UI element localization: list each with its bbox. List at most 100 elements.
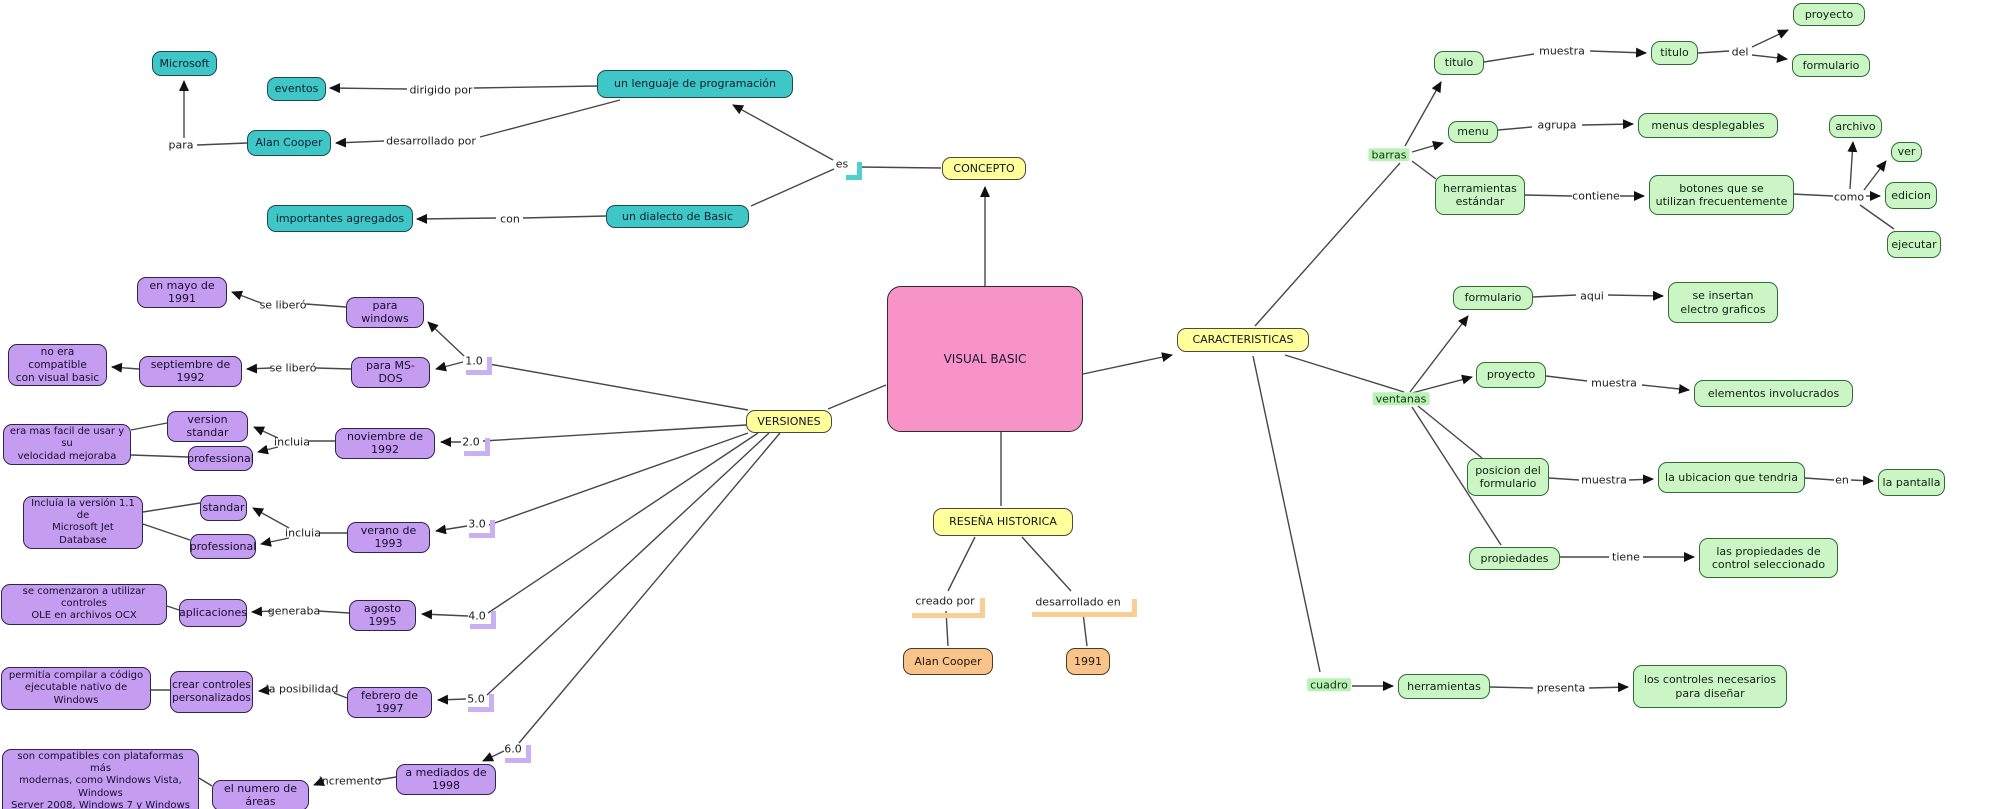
formulario-vent[interactable]: formulario bbox=[1453, 286, 1533, 310]
para-windows[interactable]: para windows bbox=[346, 297, 424, 328]
lp-en[interactable]: en bbox=[1835, 473, 1849, 487]
edge bbox=[1641, 383, 1690, 394]
ver[interactable]: ver bbox=[1891, 142, 1922, 162]
lp-generaba[interactable]: generaba bbox=[267, 604, 321, 618]
lp-aqui[interactable]: aqui bbox=[1580, 289, 1604, 303]
versiones[interactable]: VERSIONES bbox=[746, 410, 832, 433]
lp-para[interactable]: para bbox=[168, 138, 194, 152]
lp-creado-por[interactable]: creado por bbox=[915, 594, 975, 608]
lp-con[interactable]: con bbox=[500, 212, 520, 226]
lp-muestra-3[interactable]: muestra bbox=[1581, 473, 1627, 487]
lp-ventanas[interactable]: ventanas bbox=[1372, 392, 1430, 406]
botones-frecuentes[interactable]: botones que se utilizan frecuentemente bbox=[1649, 175, 1794, 215]
edge bbox=[1417, 405, 1483, 459]
lenguaje-programacion[interactable]: un lenguaje de programación bbox=[597, 70, 793, 98]
lp-incremento[interactable]: incremento bbox=[318, 774, 382, 788]
lp-muestra-2[interactable]: muestra bbox=[1591, 376, 1637, 390]
verano-1993[interactable]: verano de 1993 bbox=[347, 522, 430, 553]
lp-dirigido-por[interactable]: dirigido por bbox=[409, 83, 473, 97]
anio-1991[interactable]: 1991 bbox=[1066, 648, 1110, 675]
lp-cuadro[interactable]: cuadro bbox=[1307, 678, 1351, 692]
aplicaciones[interactable]: aplicaciones bbox=[179, 599, 247, 627]
elementos-involucrados[interactable]: elementos involucrados bbox=[1694, 380, 1853, 407]
lp-v6[interactable]: 6.0 bbox=[504, 742, 522, 756]
la-pantalla[interactable]: la pantalla bbox=[1878, 469, 1945, 496]
lp-se-libero-1[interactable]: se liberó bbox=[259, 298, 307, 312]
lp-como[interactable]: como bbox=[1833, 190, 1865, 204]
controles-necesarios[interactable]: los controles necesarios para diseñar bbox=[1633, 665, 1787, 708]
lp-contiene[interactable]: contiene bbox=[1572, 189, 1620, 203]
archivo[interactable]: archivo bbox=[1829, 115, 1882, 138]
posicion-formulario[interactable]: posicion del formulario bbox=[1467, 458, 1549, 496]
alan-cooper-teal[interactable]: Alan Cooper bbox=[247, 130, 331, 156]
importantes-agregados[interactable]: importantes agregados bbox=[267, 205, 413, 232]
lp-la-posibilidad[interactable]: la posibilidad bbox=[265, 682, 339, 696]
professional-v2[interactable]: professional bbox=[187, 446, 254, 471]
eventos[interactable]: eventos bbox=[267, 77, 326, 101]
herramientas-estandar[interactable]: herramientas estándar bbox=[1435, 175, 1525, 215]
formulario-titulo[interactable]: formulario bbox=[1792, 54, 1870, 77]
titulo-a[interactable]: titulo bbox=[1434, 51, 1484, 75]
se-comenzaron-ole[interactable]: se comenzaron a utilizar controles OLE e… bbox=[1, 584, 167, 625]
lp-se-libero-2[interactable]: se liberó bbox=[269, 361, 317, 375]
lp-es[interactable]: es bbox=[835, 157, 849, 171]
para-msdos[interactable]: para MS-DOS bbox=[351, 357, 430, 388]
a-mediados-1998[interactable]: a mediados de 1998 bbox=[396, 764, 496, 795]
lp-desarrollado-por[interactable]: desarrollado por bbox=[386, 134, 476, 148]
propiedades[interactable]: propiedades bbox=[1469, 547, 1560, 570]
ejecutar[interactable]: ejecutar bbox=[1887, 231, 1941, 258]
proyecto-titulo[interactable]: proyecto bbox=[1793, 3, 1865, 26]
menu[interactable]: menu bbox=[1448, 121, 1498, 143]
edge bbox=[488, 363, 749, 411]
edge bbox=[1581, 119, 1634, 130]
lp-incluia-3[interactable]: incluia bbox=[285, 526, 321, 540]
edge bbox=[1284, 354, 1405, 393]
no-era-compatible[interactable]: no era compatible con visual basic bbox=[8, 344, 107, 387]
era-mas-facil[interactable]: era mas facil de usar y su velocidad mej… bbox=[3, 424, 131, 465]
herramientas-cuadro[interactable]: herramientas bbox=[1398, 674, 1490, 699]
incluia-version-11[interactable]: Incluía la versión 1.1 de Microsoft Jet … bbox=[23, 496, 143, 549]
proyecto-vent[interactable]: proyecto bbox=[1476, 362, 1546, 388]
lp-v4[interactable]: 4.0 bbox=[468, 609, 486, 623]
noviembre-1992[interactable]: noviembre de 1992 bbox=[335, 428, 435, 459]
permitia-compilar[interactable]: permitía compilar a código ejecutable na… bbox=[1, 667, 151, 710]
ubicacion-tendria[interactable]: la ubicacion que tendria bbox=[1658, 462, 1805, 493]
microsoft[interactable]: Microsoft bbox=[152, 51, 217, 76]
se-insertan[interactable]: se insertan electro graficos bbox=[1668, 282, 1778, 323]
lp-presenta[interactable]: presenta bbox=[1536, 681, 1586, 695]
edge bbox=[1524, 194, 1573, 197]
edge bbox=[473, 85, 598, 89]
lp-v2[interactable]: 2.0 bbox=[462, 435, 480, 449]
en-mayo-1991[interactable]: en mayo de 1991 bbox=[137, 277, 227, 308]
standar[interactable]: standar bbox=[200, 495, 247, 521]
las-propiedades[interactable]: las propiedades de control seleccionado bbox=[1699, 538, 1838, 578]
resena-historica[interactable]: RESEÑA HISTORICA bbox=[933, 508, 1073, 536]
lp-v5[interactable]: 5.0 bbox=[467, 692, 485, 706]
septiembre-1992[interactable]: septiembre de 1992 bbox=[139, 356, 242, 387]
lp-incluia-2[interactable]: incluia bbox=[274, 435, 310, 449]
dialecto-basic[interactable]: un dialecto de Basic bbox=[606, 205, 749, 228]
el-numero-areas[interactable]: el numero de áreas bbox=[212, 780, 309, 809]
febrero-1997[interactable]: febrero de 1997 bbox=[347, 687, 432, 718]
lp-v1[interactable]: 1.0 bbox=[465, 354, 483, 368]
concepto[interactable]: CONCEPTO bbox=[942, 157, 1026, 180]
lp-tiene[interactable]: tiene bbox=[1612, 550, 1640, 564]
lp-muestra-1[interactable]: muestra bbox=[1539, 44, 1585, 58]
lp-agrupa[interactable]: agrupa bbox=[1537, 118, 1577, 132]
edge bbox=[1411, 406, 1502, 546]
caracteristicas[interactable]: CARACTERISTICAS bbox=[1177, 328, 1309, 352]
lp-del[interactable]: del bbox=[1731, 45, 1749, 59]
lp-v3[interactable]: 3.0 bbox=[468, 517, 486, 531]
lp-desarrollado-en[interactable]: desarrollado en bbox=[1035, 595, 1121, 609]
menus-desplegables[interactable]: menus desplegables bbox=[1638, 113, 1778, 138]
agosto-1995[interactable]: agosto 1995 bbox=[349, 600, 416, 631]
crear-controles[interactable]: crear controles personalizados bbox=[170, 671, 253, 713]
professional-v3[interactable]: professional bbox=[190, 534, 256, 559]
version-standar[interactable]: version standar bbox=[167, 411, 248, 442]
lp-barras[interactable]: barras bbox=[1368, 148, 1410, 162]
alan-cooper-orange[interactable]: Alan Cooper bbox=[903, 648, 993, 675]
edicion[interactable]: edicion bbox=[1885, 182, 1937, 209]
son-compatibles[interactable]: son compatibles con plataformas más mode… bbox=[2, 749, 199, 809]
visual-basic[interactable]: VISUAL BASIC bbox=[887, 286, 1083, 432]
titulo-b[interactable]: titulo bbox=[1651, 41, 1698, 65]
